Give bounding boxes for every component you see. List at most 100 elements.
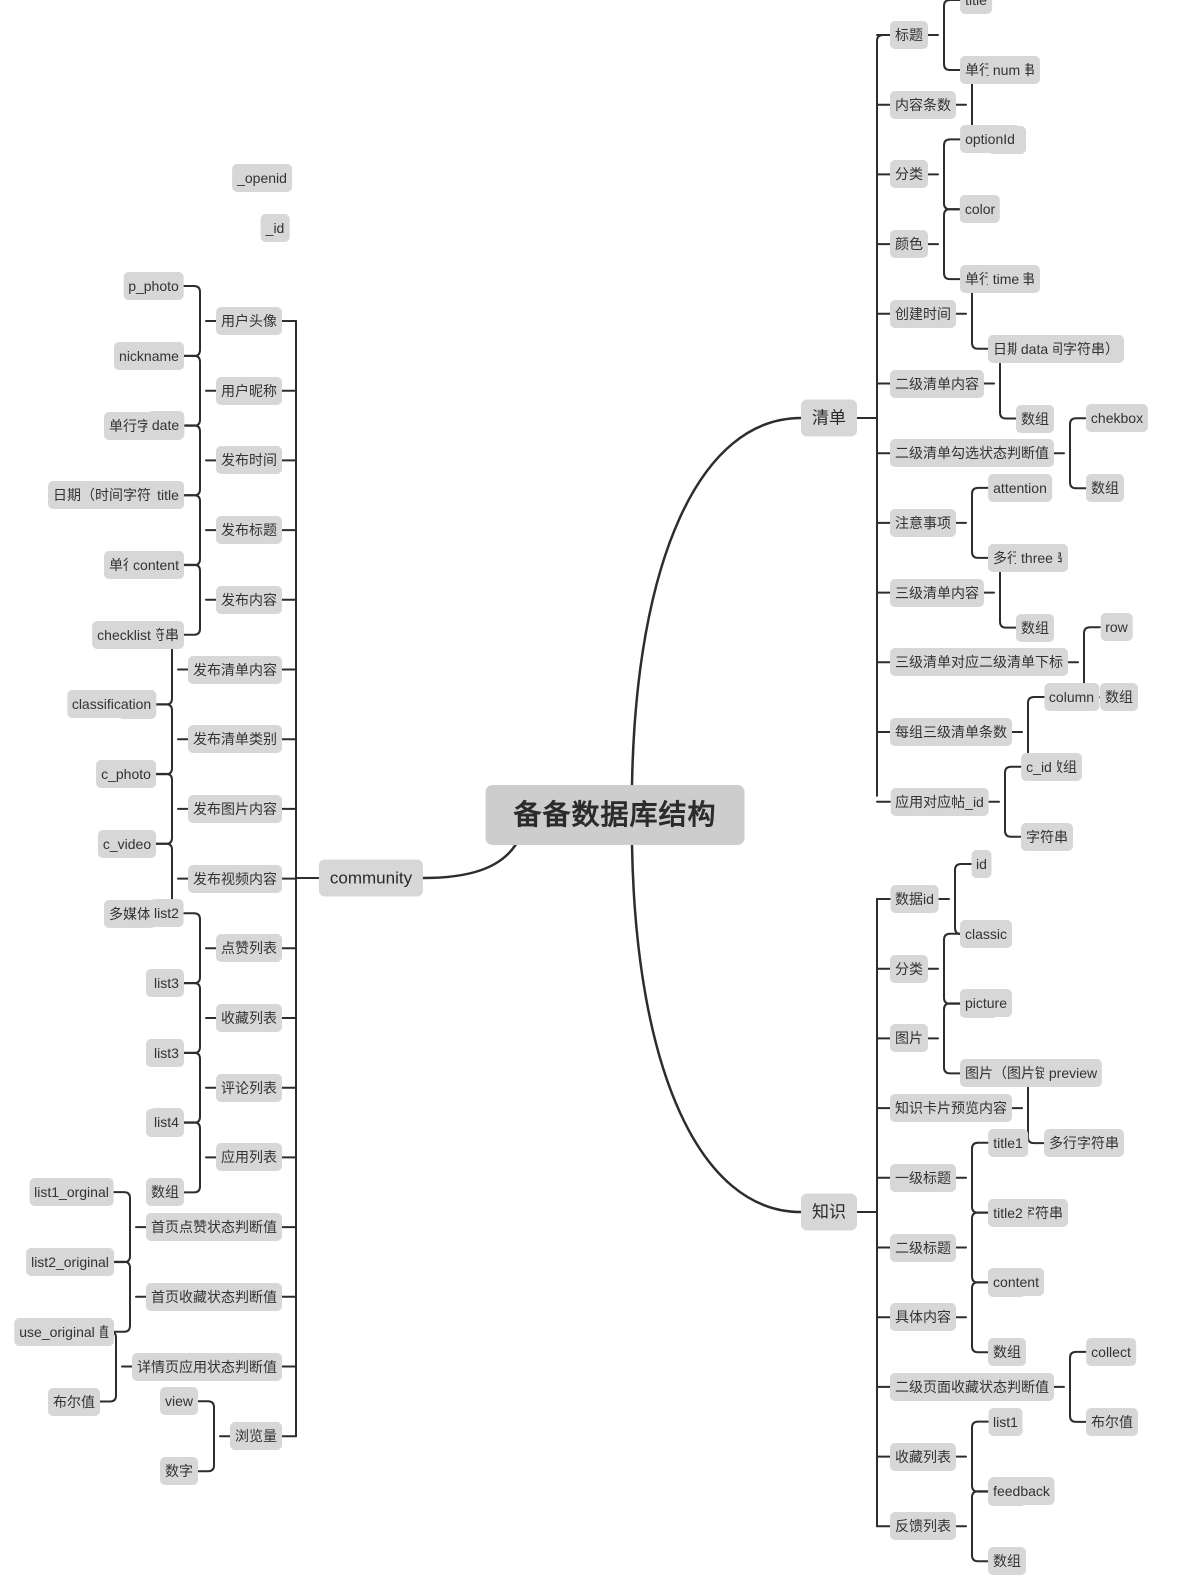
field-node[interactable]: 注意事项 — [890, 508, 956, 537]
field-node[interactable]: 应用列表 — [216, 1143, 282, 1172]
leaf-key[interactable]: data — [1015, 334, 1054, 363]
leaf-key[interactable]: attention — [988, 473, 1052, 502]
field-node[interactable]: 一级标题 — [890, 1163, 956, 1192]
leaf-key[interactable]: nickname — [114, 341, 184, 370]
field-node[interactable]: 发布清单类别 — [188, 725, 282, 754]
leaf-type[interactable]: 数组 — [988, 1338, 1026, 1367]
leaf-key[interactable]: c_photo — [96, 759, 156, 788]
field-node[interactable]: 内容条数 — [890, 90, 956, 119]
leaf-type[interactable]: 数组 — [1016, 613, 1054, 642]
field-node[interactable]: 发布视频内容 — [188, 864, 282, 893]
field-node[interactable]: 收藏列表 — [890, 1442, 956, 1471]
field-node[interactable]: 数据id — [890, 885, 939, 913]
field-node[interactable]: 图片 — [890, 1024, 928, 1053]
branch-qingdan[interactable]: 清单 — [801, 399, 857, 437]
leaf-key[interactable]: num — [987, 55, 1026, 84]
field-node[interactable]: 分类 — [890, 160, 928, 189]
leaf-key[interactable]: collect — [1086, 1337, 1136, 1366]
field-node[interactable]: 知识卡片预览内容 — [890, 1094, 1012, 1123]
field-node[interactable]: 发布图片内容 — [188, 794, 282, 823]
leaf-key[interactable]: feedback — [988, 1477, 1055, 1506]
leaf-type[interactable]: 数组 — [1100, 683, 1138, 712]
floating-node-id[interactable]: _id — [260, 214, 290, 242]
field-node[interactable]: 点赞列表 — [216, 934, 282, 963]
field-node[interactable]: 标题 — [890, 21, 928, 49]
leaf-type[interactable]: 数字 — [160, 1457, 198, 1486]
leaf-key[interactable]: classification — [66, 690, 157, 719]
field-node[interactable]: 用户昵称 — [216, 376, 282, 405]
leaf-key[interactable]: content — [128, 550, 184, 579]
field-node[interactable]: 二级清单勾选状态判断值 — [890, 439, 1054, 468]
leaf-key[interactable]: checklist — [92, 620, 156, 649]
floating-node-openid[interactable]: _openid — [232, 164, 292, 192]
leaf-key[interactable]: optionId — [960, 125, 1020, 154]
leaf-type[interactable]: 数组 — [1016, 404, 1054, 433]
field-node[interactable]: 发布清单内容 — [188, 655, 282, 684]
leaf-type[interactable]: 数组 — [988, 1547, 1026, 1575]
leaf-type[interactable]: 数组 — [1086, 474, 1124, 503]
leaf-type[interactable]: 字符串 — [1021, 822, 1073, 851]
leaf-key[interactable]: title1 — [988, 1128, 1028, 1157]
field-node[interactable]: 三级清单内容 — [890, 578, 984, 607]
leaf-key[interactable]: list3 — [149, 1038, 184, 1067]
leaf-type[interactable]: 布尔值 — [1086, 1407, 1138, 1436]
leaf-key[interactable]: list1 — [988, 1407, 1023, 1436]
leaf-key[interactable]: c_id — [1021, 752, 1057, 781]
leaf-type[interactable]: 日期（时间字符串） — [988, 334, 1124, 363]
leaf-key[interactable]: chekbox — [1085, 404, 1149, 433]
field-node[interactable]: 评论列表 — [216, 1073, 282, 1102]
field-node[interactable]: 首页收藏状态判断值 — [146, 1282, 282, 1311]
leaf-key[interactable]: classic — [959, 919, 1013, 948]
leaf-type[interactable]: 多行字符串 — [1044, 1129, 1124, 1158]
leaf-key[interactable]: color — [959, 195, 1001, 224]
field-node[interactable]: 二级页面收藏状态判断值 — [890, 1372, 1054, 1401]
field-node[interactable]: 发布内容 — [216, 585, 282, 614]
leaf-key[interactable]: id — [971, 850, 992, 878]
field-node[interactable]: 三级清单对应二级清单下标 — [890, 648, 1068, 677]
root-node[interactable]: 备备数据库结构 — [485, 785, 745, 845]
leaf-type[interactable]: 布尔值 — [48, 1387, 100, 1416]
leaf-key[interactable]: list3 — [149, 969, 184, 997]
field-node[interactable]: 分类 — [890, 954, 928, 983]
leaf-key[interactable]: date — [146, 411, 185, 440]
leaf-key[interactable]: time — [987, 264, 1025, 293]
leaf-type[interactable]: 数组 — [146, 1178, 184, 1207]
leaf-key[interactable]: picture — [959, 989, 1013, 1018]
field-node[interactable]: 收藏列表 — [216, 1004, 282, 1032]
leaf-key[interactable]: preview — [1043, 1059, 1103, 1088]
field-node[interactable]: 二级清单内容 — [890, 369, 984, 398]
field-node[interactable]: 首页点赞状态判断值 — [146, 1213, 282, 1242]
leaf-key[interactable]: list2_original — [26, 1247, 114, 1276]
leaf-key[interactable]: c_video — [97, 829, 157, 858]
leaf-key[interactable]: view — [159, 1387, 199, 1416]
leaf-key[interactable]: row — [1100, 613, 1133, 642]
field-node[interactable]: 颜色 — [890, 230, 928, 259]
field-node[interactable]: 创建时间 — [890, 299, 956, 328]
leaf-key[interactable]: content — [988, 1268, 1044, 1297]
field-node[interactable]: 浏览量 — [230, 1422, 282, 1451]
connector-curve — [971, 1281, 989, 1354]
branch-community[interactable]: community — [318, 859, 424, 897]
leaf-key[interactable]: column — [1043, 683, 1100, 711]
leaf-key[interactable]: title2 — [988, 1198, 1028, 1227]
leaf-key[interactable]: list1_orginal — [29, 1178, 114, 1207]
field-node[interactable]: 具体内容 — [890, 1303, 956, 1332]
leaf-type[interactable]: 多媒体 — [104, 899, 156, 928]
leaf-key[interactable]: list4 — [149, 1108, 184, 1137]
leaf-key[interactable]: title — [960, 0, 992, 14]
leaf-key[interactable]: title — [152, 481, 184, 510]
field-node[interactable]: 详情页应用状态判断值 — [132, 1352, 282, 1381]
leaf-key[interactable]: three — [1016, 543, 1058, 572]
leaf-key[interactable]: p_photo — [123, 272, 184, 300]
field-node[interactable]: 二级标题 — [890, 1233, 956, 1262]
field-node[interactable]: 每组三级清单条数 — [890, 718, 1012, 746]
connector-curve — [183, 563, 201, 636]
leaf-key[interactable]: list2 — [149, 899, 184, 928]
leaf-key[interactable]: use_original — [14, 1317, 100, 1346]
field-node[interactable]: 发布时间 — [216, 446, 282, 475]
field-node[interactable]: 用户头像 — [216, 307, 282, 335]
field-node[interactable]: 反馈列表 — [890, 1512, 956, 1541]
field-node[interactable]: 发布标题 — [216, 516, 282, 545]
field-node[interactable]: 应用对应帖_id — [890, 787, 989, 816]
branch-zhishi[interactable]: 知识 — [801, 1193, 857, 1231]
